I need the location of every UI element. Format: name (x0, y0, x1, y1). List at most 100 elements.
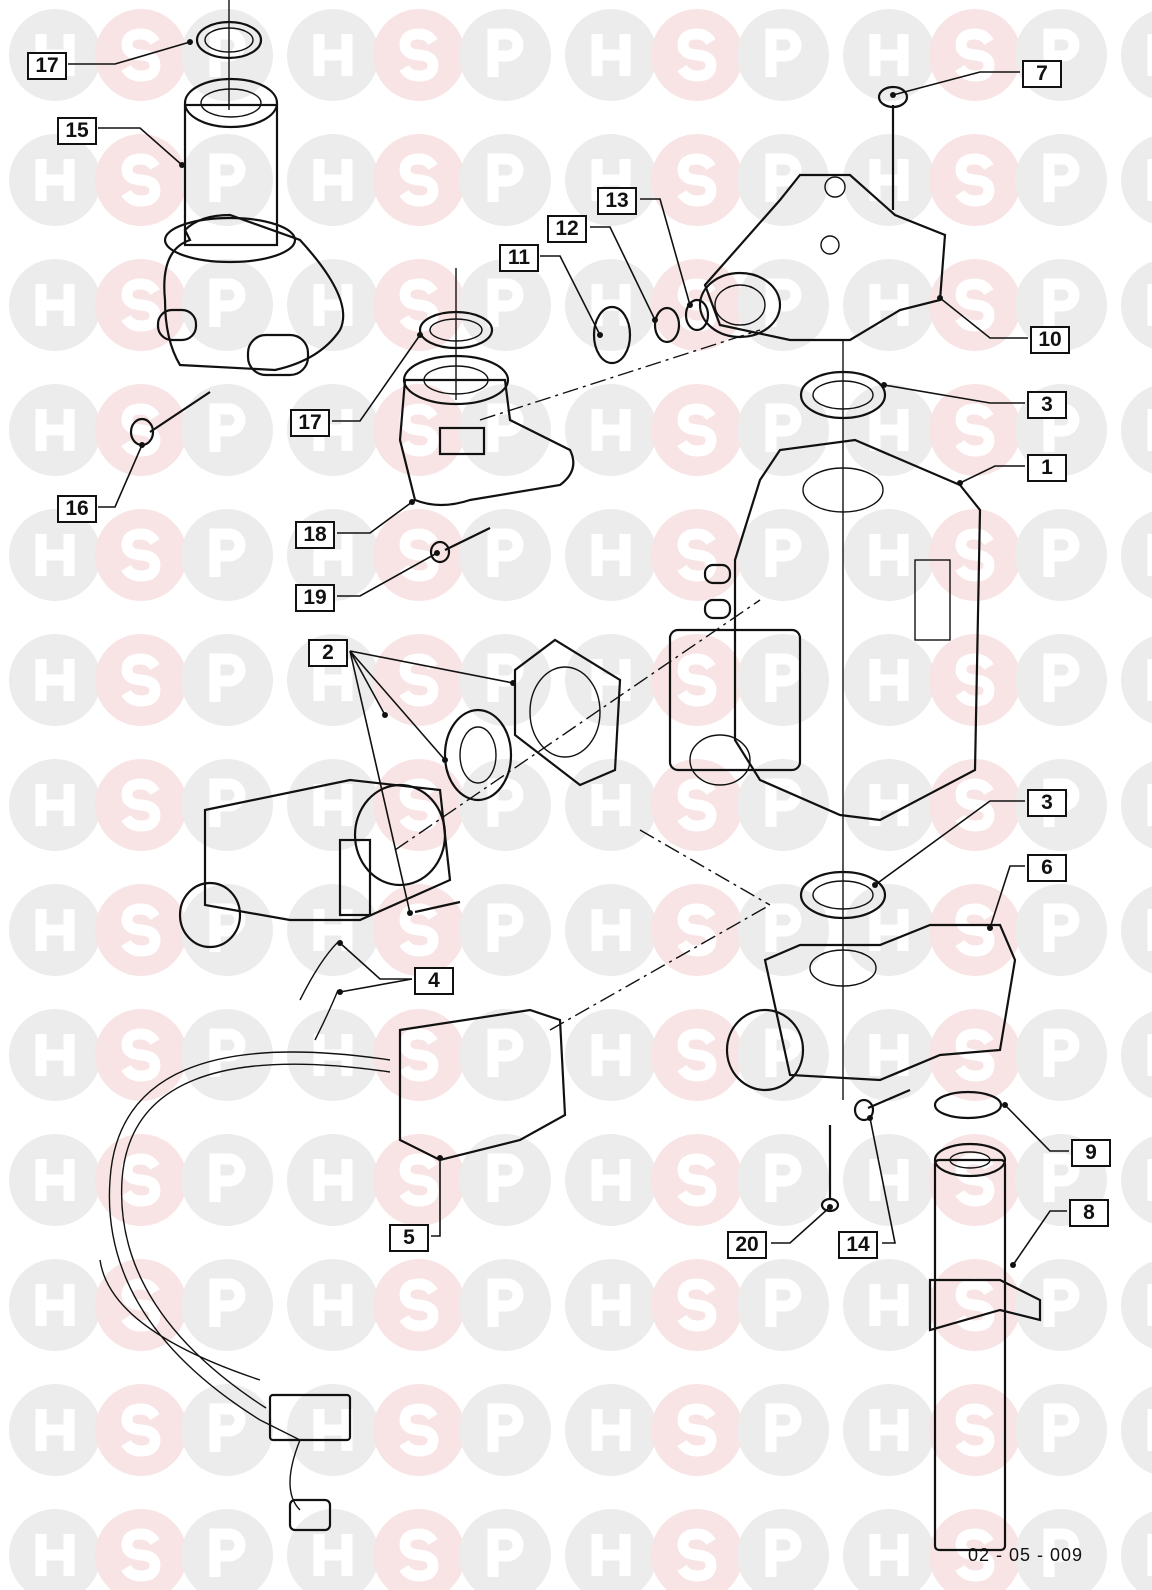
callout-15[interactable]: 15 (57, 117, 97, 145)
watermark-p-circle (1015, 1259, 1107, 1351)
watermark-glyph (487, 1028, 524, 1077)
watermark-glyph (487, 153, 524, 202)
leader-dot (987, 925, 993, 931)
leader-line (337, 552, 438, 597)
callout-17[interactable]: 17 (27, 52, 67, 80)
callout-17[interactable]: 17 (290, 409, 330, 437)
callout-11[interactable]: 11 (499, 244, 539, 272)
watermark-glyph (869, 34, 909, 76)
watermark-glyph (35, 784, 75, 826)
watermark-glyph (399, 1153, 439, 1207)
callout-12[interactable]: 12 (547, 215, 587, 243)
leader-dot (957, 480, 963, 486)
watermark-glyph (487, 28, 524, 77)
callout-10[interactable]: 10 (1030, 326, 1070, 354)
watermark-glyph (677, 403, 717, 457)
watermark-glyph (955, 1278, 995, 1332)
watermark-glyph (121, 1153, 161, 1207)
callout-5[interactable]: 5 (389, 1224, 429, 1252)
leader-dot (179, 162, 185, 168)
watermark-glyph (313, 1534, 353, 1576)
watermark-glyph (869, 1284, 909, 1326)
leader-line (349, 650, 411, 914)
watermark-glyph (121, 153, 161, 207)
watermark-glyph (399, 1403, 439, 1457)
watermark-glyph (869, 1534, 909, 1576)
part-17-seal-ring-middle (418, 310, 494, 350)
leader-line (98, 127, 183, 166)
callout-13[interactable]: 13 (597, 187, 637, 215)
watermark-glyph (1043, 1278, 1080, 1327)
callout-3[interactable]: 3 (1027, 391, 1067, 419)
watermark-s-circle (95, 884, 187, 976)
watermark-p-circle (459, 1384, 551, 1476)
watermark-h-circle (843, 634, 935, 726)
watermark-glyph (765, 1403, 802, 1452)
watermark-s-circle (651, 1509, 743, 1590)
watermark-h-circle (1121, 1136, 1152, 1224)
watermark-glyph (35, 409, 75, 451)
callout-8[interactable]: 8 (1069, 1199, 1109, 1227)
watermark-glyph (399, 1528, 439, 1582)
watermark-s-circle (373, 259, 465, 351)
watermark-h-circle (565, 1509, 657, 1590)
watermark-glyph (35, 284, 75, 326)
part-3-washer-bottom (799, 870, 887, 920)
watermark-glyph (399, 278, 439, 332)
watermark-glyph (955, 28, 995, 82)
callout-4[interactable]: 4 (414, 967, 454, 995)
callout-16[interactable]: 16 (57, 495, 97, 523)
watermark-s-circle (95, 634, 187, 726)
watermark-h-circle (9, 1009, 101, 1101)
leader-dot (652, 317, 658, 323)
leader-line (590, 226, 656, 321)
callout-7[interactable]: 7 (1022, 60, 1062, 88)
watermark-glyph (1043, 1028, 1080, 1077)
leader-line (431, 1158, 441, 1237)
watermark-s-circle (929, 1384, 1021, 1476)
watermark-glyph (209, 1028, 246, 1077)
watermark-s-circle (651, 134, 743, 226)
leader-line (1012, 1210, 1067, 1266)
watermark-p-circle (181, 384, 273, 476)
watermark-glyph (677, 1153, 717, 1207)
watermark-glyph (591, 1159, 631, 1201)
watermark-glyph (1043, 1153, 1080, 1202)
callout-18[interactable]: 18 (295, 521, 335, 549)
leader-dot (139, 442, 145, 448)
watermark-p-circle (1015, 1384, 1107, 1476)
watermark-glyph (487, 1278, 524, 1327)
watermark-glyph (121, 903, 161, 957)
part-15-outlet-tube (156, 77, 345, 377)
watermark-glyph (869, 659, 909, 701)
callout-9[interactable]: 9 (1071, 1139, 1111, 1167)
callout-3[interactable]: 3 (1027, 789, 1067, 817)
watermark-glyph (591, 1409, 631, 1451)
callout-1[interactable]: 1 (1027, 454, 1067, 482)
callout-6[interactable]: 6 (1027, 854, 1067, 882)
watermark-glyph (35, 1159, 75, 1201)
callout-14[interactable]: 14 (838, 1231, 878, 1259)
leader-dot (890, 92, 896, 98)
watermark-glyph (955, 153, 995, 207)
watermark-glyph (869, 534, 909, 576)
part-3-washer-top (799, 370, 887, 420)
watermark-h-circle (1121, 1386, 1152, 1474)
watermark-glyph (765, 528, 802, 577)
watermark-glyph (35, 159, 75, 201)
solenoid-operator (178, 778, 461, 949)
watermark-h-circle (1121, 886, 1152, 974)
watermark-s-circle (373, 1009, 465, 1101)
watermark-h-circle (287, 1259, 379, 1351)
callout-19[interactable]: 19 (295, 584, 335, 612)
watermark-h-circle (287, 9, 379, 101)
watermark-glyph (399, 28, 439, 82)
watermark-glyph (121, 403, 161, 457)
callout-20[interactable]: 20 (727, 1231, 767, 1259)
leader-line (337, 501, 413, 534)
watermark-glyph (35, 1034, 75, 1076)
watermark-glyph (591, 534, 631, 576)
callout-2[interactable]: 2 (308, 639, 348, 667)
watermark-s-circle (373, 1259, 465, 1351)
watermark-h-circle (9, 1259, 101, 1351)
